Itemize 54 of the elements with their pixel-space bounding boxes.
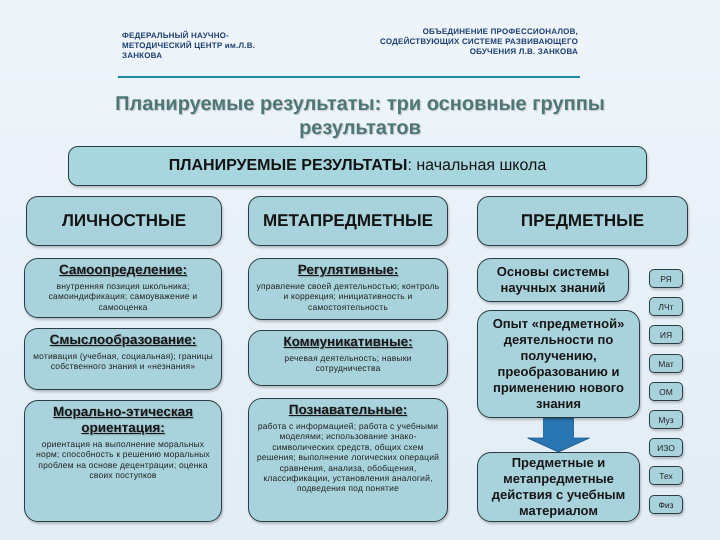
subject-tag xyxy=(649,325,683,344)
info-text: Предметные и метапредметные действия с учебным материалом xyxy=(490,455,626,519)
subject-tag xyxy=(649,382,683,401)
group-heading: Коммуникативные: xyxy=(283,334,413,350)
subject-abbreviation: ИЗО xyxy=(657,442,675,452)
category-title: ПРЕДМЕТНЫЕ xyxy=(520,211,644,231)
group-box xyxy=(24,400,222,522)
subject-abbreviation: РЯ xyxy=(660,274,672,284)
subject-abbreviation: ЛЧт xyxy=(658,302,674,312)
subject-tag xyxy=(649,438,683,457)
info-box xyxy=(477,310,640,418)
category-box xyxy=(26,196,222,246)
group-heading: Морально-этическая ориентация: xyxy=(52,404,194,436)
group-box xyxy=(248,258,448,320)
info-text: Опыт «предметной» деятельности по получению, преобразованию и применению нового знания xyxy=(492,316,626,412)
group-heading: Смыслообразование: xyxy=(50,332,196,348)
group-description: работа с информацией; работа с учебными моделями; использование знако-символических средств, общих схем решения; выполнение логических операций сравнения, анализа, обобщения, классификации, установления аналогий, подведения под понятие xyxy=(256,421,440,494)
category-box xyxy=(248,196,448,246)
category-box xyxy=(477,196,688,246)
subject-abbreviation: Муз xyxy=(658,414,674,424)
group-description: мотивация (учебная, социальная); границы собственного знания и «незнания» xyxy=(32,351,214,372)
group-box xyxy=(248,398,448,522)
group-box xyxy=(24,258,222,318)
group-description: ориентация на выполнение моральных норм; способность к решению моральных проблем на основе децентрации; оценка своих поступков xyxy=(35,439,211,481)
subject-tag xyxy=(649,495,683,514)
category-title: ЛИЧНОСТНЫЕ xyxy=(62,211,186,231)
subject-tag xyxy=(649,410,683,429)
group-description: речевая деятельность; навыки сотрудничества xyxy=(283,353,413,374)
subject-abbreviation: Физ xyxy=(658,500,674,510)
page-title: Планируемые результаты: три основные группы результатов xyxy=(114,92,606,140)
info-box xyxy=(477,258,629,302)
organization-name: ОБЪЕДИНЕНИЕ ПРОФЕССИОНАЛОВ, СОДЕЙСТВУЮЩИХ СИСТЕМЕ РАЗВИВАЮЩЕГО ОБУЧЕНИЯ Л.В. ЗАНКОВА xyxy=(379,27,578,57)
group-heading: Познавательные: xyxy=(288,402,408,418)
group-description: управление своей деятельностью; контроль и коррекция; инициативность и самостоятельность xyxy=(256,281,440,312)
banner-box xyxy=(68,146,647,186)
group-heading: Самоопределение: xyxy=(58,262,188,278)
subject-tag xyxy=(649,354,683,373)
group-box xyxy=(248,330,448,386)
group-description: внутренняя позиция школьника; самоиндификация; самоуважение и самооценка xyxy=(48,281,198,312)
subject-tag xyxy=(649,269,683,288)
subject-abbreviation: Тех xyxy=(659,470,673,480)
subject-tag xyxy=(649,297,683,316)
banner-title: ПЛАНИРУЕМЫЕ РЕЗУЛЬТАТЫ: начальная школа xyxy=(168,157,546,175)
info-box xyxy=(477,452,640,522)
subject-abbreviation: ИЯ xyxy=(660,330,672,340)
group-box xyxy=(24,328,222,390)
organization-name: ФЕДЕРАЛЬНЫЙ НАУЧНО-МЕТОДИЧЕСКИЙ ЦЕНТР им.Л.В. ЗАНКОВА xyxy=(122,31,256,61)
block-arrow xyxy=(527,418,590,452)
subject-tag xyxy=(649,466,683,485)
category-title: МЕТАПРЕДМЕТНЫЕ xyxy=(262,211,434,231)
subject-abbreviation: ОМ xyxy=(659,386,673,396)
info-text: Основы системы научных знаний xyxy=(496,264,610,296)
group-heading: Регулятивные: xyxy=(298,262,398,278)
subject-abbreviation: Мат xyxy=(658,358,674,368)
